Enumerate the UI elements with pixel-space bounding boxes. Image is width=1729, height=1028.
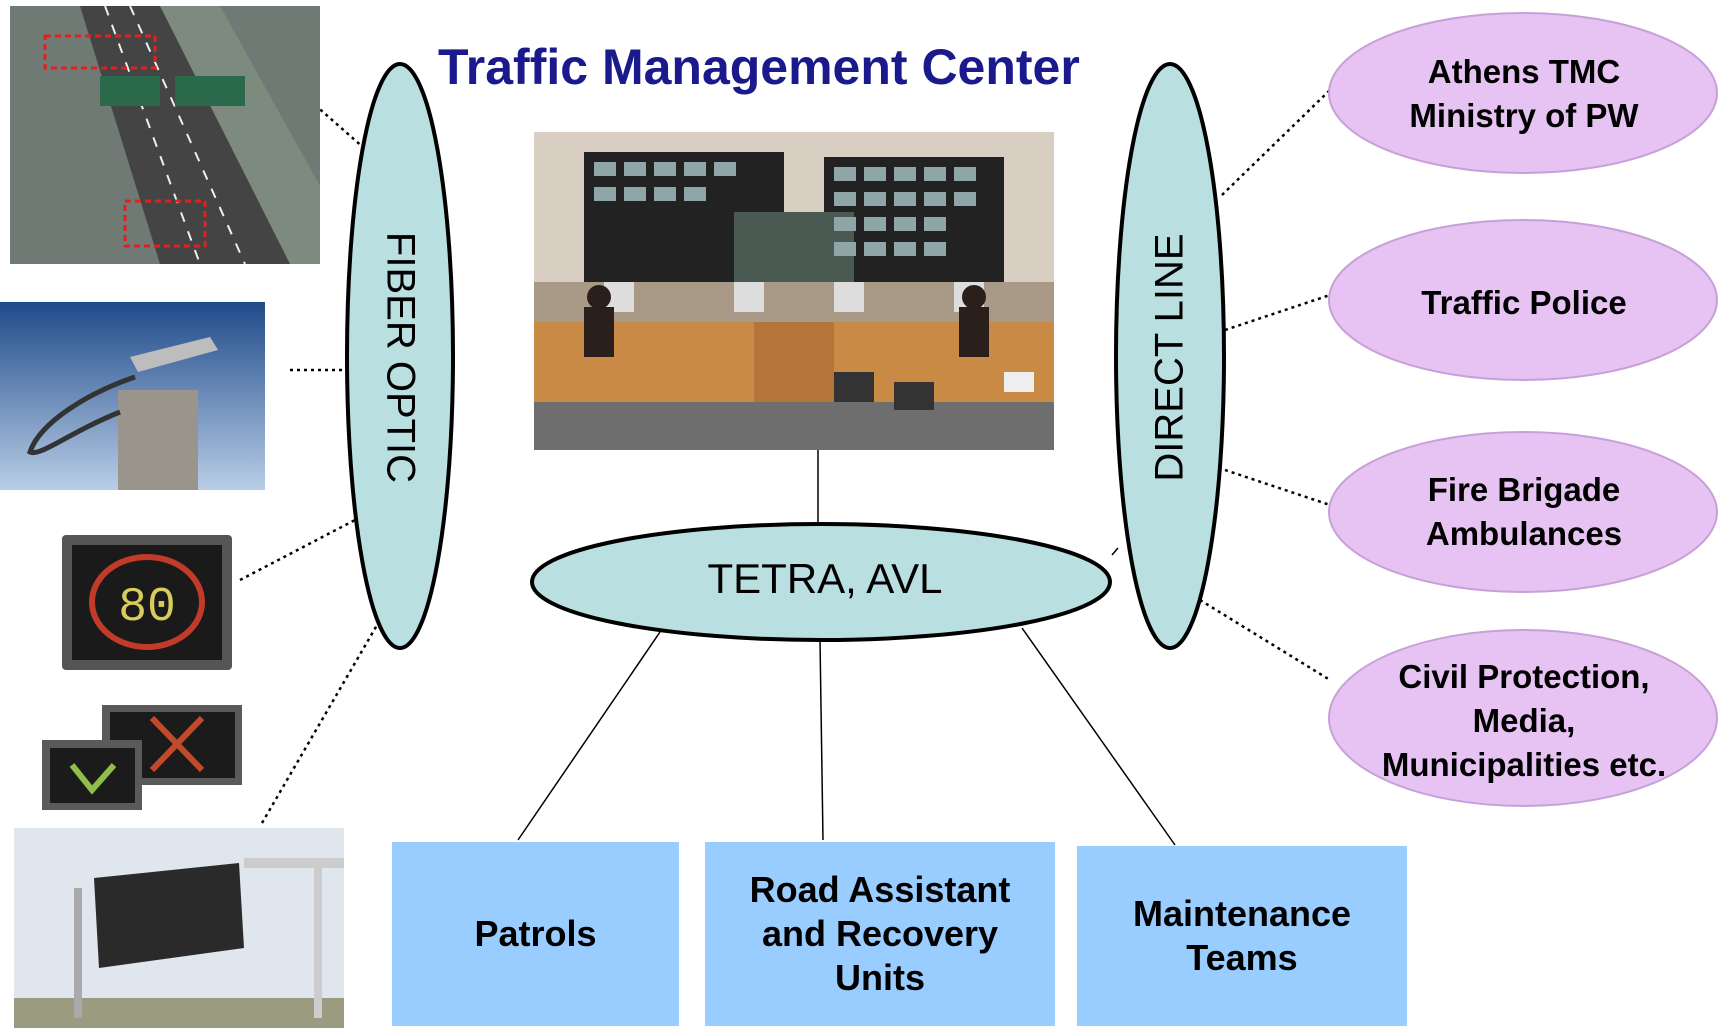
agency-fire-brigade: Fire Brigade Ambulances	[1425, 471, 1623, 552]
connector-direct-to-police	[1224, 293, 1331, 332]
connector-direct-to-civil	[1199, 598, 1331, 682]
unit-patrols: Patrols	[392, 842, 679, 1026]
aerial-highway-photo	[10, 6, 320, 264]
connector-tetra-to-patrols	[517, 631, 661, 841]
fiber-optic-bus	[345, 62, 455, 650]
connector-direct-to-athens	[1221, 89, 1331, 196]
fiber-optic-label: FIBER OPTIC	[378, 231, 423, 484]
agency-athens-tmc: Athens TMC Ministry of PW	[1409, 53, 1639, 134]
unit-road-assistant: Road Assistant and Recovery Units	[705, 842, 1055, 1026]
speed-limit-sign-photo: 80	[62, 535, 232, 670]
tetra-avl-label: TETRA, AVL	[707, 555, 943, 602]
direct-line-label: DIRECT LINE	[1147, 233, 1192, 482]
connector-direct-to-fire	[1224, 468, 1331, 507]
gantry-sign-photo	[14, 828, 344, 1028]
connector-tetra-to-assist	[819, 639, 824, 841]
control-room-photo	[534, 132, 1054, 450]
speed-limit-digits: 80	[118, 581, 176, 635]
page-title: Traffic Management Center	[438, 39, 1080, 95]
agency-traffic-police: Traffic Police	[1421, 284, 1627, 321]
tetra-avl-bus	[530, 522, 1112, 642]
agency-ellipses	[1328, 12, 1718, 807]
cctv-camera-photo	[0, 302, 265, 490]
lane-control-signs-photo	[42, 705, 242, 810]
connector-speedsign-to-fiber	[239, 518, 356, 582]
agency-civil-protection: Civil Protection, Media, Municipalities …	[1381, 658, 1667, 783]
connector-tetra-to-maint	[1021, 627, 1176, 846]
unit-maintenance-teams: Maintenance Teams	[1077, 846, 1407, 1026]
direct-line-bus	[1114, 62, 1226, 650]
connector-room-to-direct	[1111, 547, 1119, 556]
